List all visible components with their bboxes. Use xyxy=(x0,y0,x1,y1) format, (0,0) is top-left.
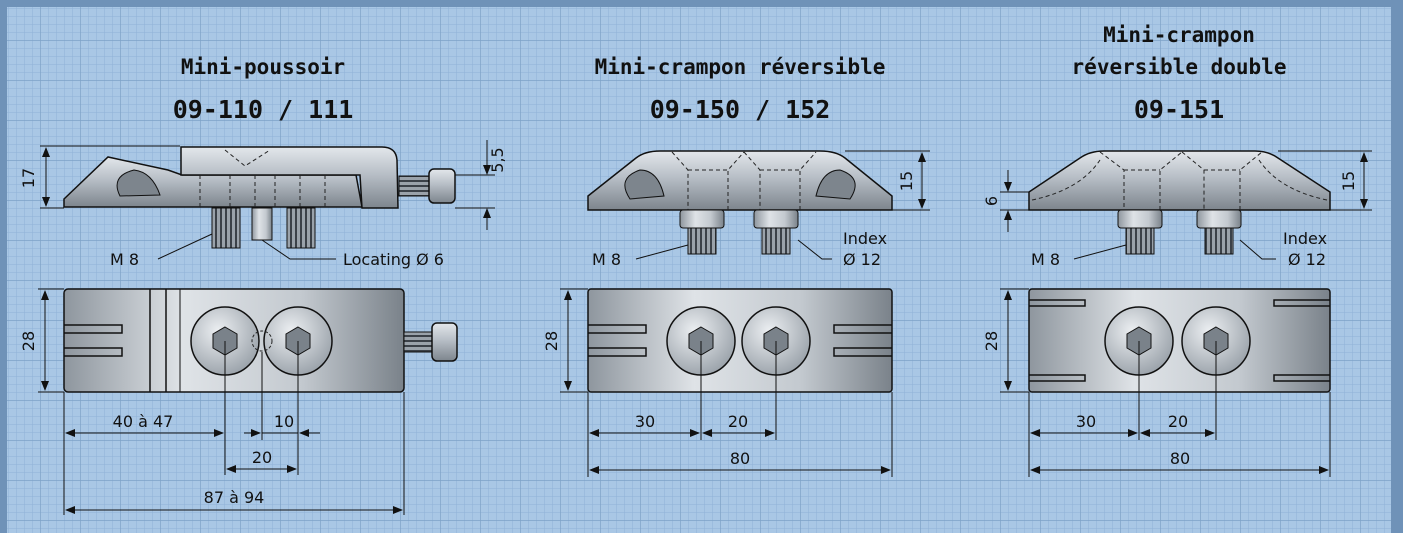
dim-height: 15 xyxy=(1339,171,1358,191)
dim-width: 28 xyxy=(542,331,561,351)
push-screw-thread xyxy=(398,175,430,197)
product-mini-poussoir: Mini-poussoir 09-110 / 111 17 xyxy=(19,55,507,515)
product-mini-crampon-reversible: Mini-crampon réversible 09-150 / 152 15 … xyxy=(542,55,930,477)
dim-height: 17 xyxy=(19,168,38,188)
crampon-body xyxy=(1028,150,1331,211)
dim-height: 15 xyxy=(897,171,916,191)
screw-label: M 8 xyxy=(110,250,139,269)
slot-cutout xyxy=(116,169,161,197)
product-title: Mini-poussoir xyxy=(181,55,345,79)
dim-a: 30 xyxy=(1076,412,1096,431)
product-code: 09-110 / 111 xyxy=(173,95,354,124)
dim-offset: 5,5 xyxy=(488,147,507,172)
top-view-dimensions: 28 30 20 80 xyxy=(542,288,893,477)
dim-b: 20 xyxy=(1168,412,1188,431)
product-mini-crampon-reversible-double: Mini-crampon réversible double 09-151 6 xyxy=(982,23,1372,477)
top-view-dimensions: 28 30 20 80 xyxy=(982,288,1331,477)
product-code: 09-151 xyxy=(1134,95,1224,124)
screw-thread-left xyxy=(211,207,241,249)
side-view xyxy=(587,150,893,255)
dim-a: 30 xyxy=(635,412,655,431)
side-view-dimensions: 6 15 M 8 Index Ø 12 xyxy=(982,150,1372,269)
top-view-dimensions: 28 40 à 47 10 20 87 à 94 xyxy=(19,288,405,515)
locating-pin xyxy=(251,207,273,241)
top-view xyxy=(1028,288,1331,393)
dim-length-adjustable: 40 à 47 xyxy=(113,412,174,431)
push-screw-head xyxy=(428,168,456,204)
index-label: Index xyxy=(1283,229,1327,248)
top-view xyxy=(587,288,893,393)
grid-lines xyxy=(7,7,1391,533)
dim-edge: 6 xyxy=(982,196,1001,206)
index-diameter: Ø 12 xyxy=(1288,250,1326,269)
side-view-dimensions: 15 M 8 Index Ø 12 xyxy=(592,150,930,269)
screw-label: M 8 xyxy=(1031,250,1060,269)
top-view xyxy=(63,288,458,393)
product-code: 09-150 / 152 xyxy=(650,95,831,124)
screw-label: M 8 xyxy=(592,250,621,269)
dim-spacing: 20 xyxy=(252,448,272,467)
dim-total: 80 xyxy=(1170,449,1190,468)
product-title-line-1: Mini-crampon xyxy=(1103,23,1255,47)
index-diameter: Ø 12 xyxy=(843,250,881,269)
dim-total: 80 xyxy=(730,449,750,468)
side-view-dimensions: 17 5,5 M 8 Locating Ø 6 xyxy=(19,140,507,269)
clamp-body-upper xyxy=(180,146,399,209)
dim-width: 28 xyxy=(982,331,1001,351)
dim-total: 87 à 94 xyxy=(204,488,265,507)
screw-thread-right xyxy=(286,207,316,249)
locating-label: Locating Ø 6 xyxy=(343,250,444,269)
dim-b: 20 xyxy=(728,412,748,431)
dim-spacing-small: 10 xyxy=(274,412,294,431)
side-view xyxy=(63,146,456,249)
index-label: Index xyxy=(843,229,887,248)
product-title: Mini-crampon réversible xyxy=(595,55,886,79)
side-view xyxy=(1028,150,1331,255)
dim-width: 28 xyxy=(19,331,38,351)
product-title-line-2: réversible double xyxy=(1072,55,1287,79)
